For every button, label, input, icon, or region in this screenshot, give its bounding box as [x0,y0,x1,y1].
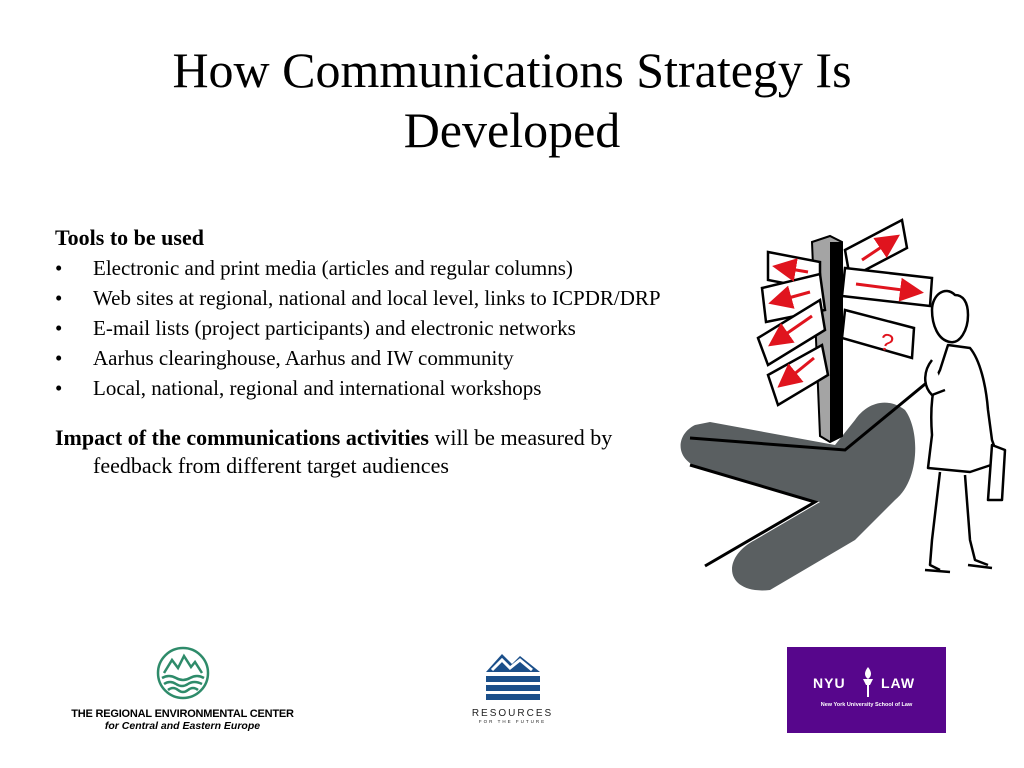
sign-question-mark: ? [877,328,896,357]
nyu-law-logo: NYU LAW New York University School of La… [787,647,946,733]
list-item: • Local, national, regional and internati… [55,376,695,400]
sign-boards [756,218,934,407]
ground-shadow [680,402,916,591]
rff-logo: RESOURCES FOR THE FUTURE [460,648,565,738]
list-item: • E-mail lists (project participants) and… [55,316,695,340]
list-item-text: Web sites at regional, national and loca… [93,286,661,310]
list-item: • Aarhus clearinghouse, Aarhus and IW com… [55,346,695,370]
tools-heading: Tools to be used [55,225,204,250]
list-item: • Electronic and print media (articles an… [55,256,695,280]
rec-subtitle: for Central and Eastern Europe [104,720,261,732]
nyu-subtitle: New York University School of Law [820,702,913,708]
list-item-text: E-mail lists (project participants) and … [93,316,576,340]
rec-name: THE REGIONAL ENVIRONMENTAL CENTER [71,708,294,720]
tools-list: • Electronic and print media (articles an… [55,256,695,400]
bullet-icon: • [55,376,63,400]
sign-arrows [768,234,924,388]
nyu-word: NYU [813,675,846,691]
impact-paragraph: Impact of the communications activities … [55,424,693,480]
impact-rest-text: will be measured by feedback from differ… [93,425,613,478]
bullet-icon: • [55,286,63,310]
rff-name: RESOURCES [471,708,554,719]
list-item-text: Local, national, regional and internatio… [93,376,542,400]
impact-bold-text: Impact of the communications activities [55,425,429,450]
slide-body: Tools to be used • Electronic and print m… [55,226,695,480]
rec-mountain-waves-icon [156,646,209,700]
law-word: LAW [881,675,916,691]
bullet-icon: • [55,256,63,280]
rff-mountain-icon [485,654,540,700]
rec-logo: THE REGIONAL ENVIRONMENTAL CENTER for Ce… [70,645,295,740]
list-item: • Web sites at regional, national and loc… [55,286,695,310]
signpost-confused-person-icon: ? [680,218,1007,591]
list-item-text: Aarhus clearinghouse, Aarhus and IW comm… [93,346,514,370]
person-figure [924,289,1007,574]
nyu-torch-icon [863,667,873,697]
list-item-text: Electronic and print media (articles and… [93,256,573,280]
rff-subtitle: FOR THE FUTURE [478,719,547,724]
slide-title: How Communications Strategy Is Developed [172,42,852,158]
bullet-icon: • [55,346,63,370]
bullet-icon: • [55,316,63,340]
